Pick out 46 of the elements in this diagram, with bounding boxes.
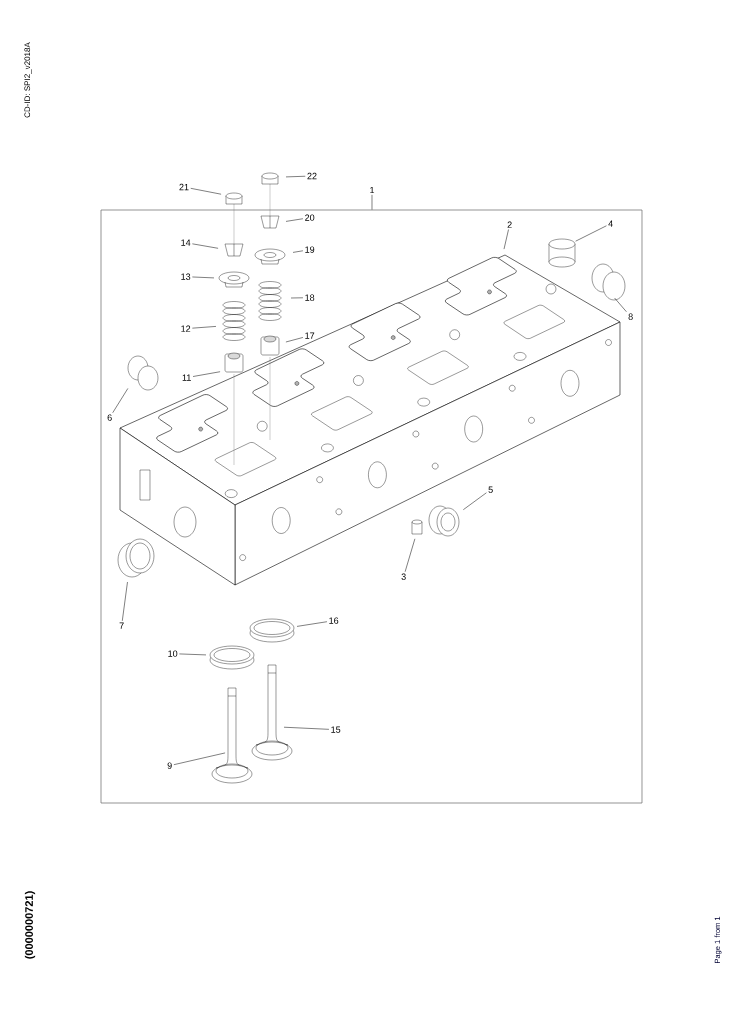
margin-note: CD-ID: SPI2_v2018A <box>24 42 32 118</box>
callout-number: 4 <box>608 220 613 227</box>
leader-line <box>112 388 129 413</box>
callout-number: 3 <box>401 573 406 580</box>
leader-line <box>285 337 304 343</box>
leader-line <box>192 243 219 249</box>
callout-number: 6 <box>107 414 112 421</box>
leader-line <box>192 326 217 329</box>
callout-number: 15 <box>331 726 341 733</box>
callout-number: 14 <box>181 239 191 246</box>
leader-line <box>283 726 330 730</box>
leader-line <box>179 653 207 656</box>
leader-line <box>292 250 304 253</box>
callout-number: 22 <box>307 172 317 180</box>
leader-line <box>122 581 128 622</box>
callout-number: 12 <box>181 325 191 332</box>
leader-line <box>173 752 226 765</box>
callout-number: 1 <box>370 186 375 194</box>
leader-line <box>503 229 509 250</box>
leader-line <box>404 538 416 572</box>
callout-number: 21 <box>179 183 189 191</box>
leader-line <box>614 297 627 312</box>
leader-line <box>285 218 304 222</box>
leader-line <box>290 297 304 299</box>
leader-line <box>192 276 215 279</box>
callout-number: 5 <box>488 486 493 493</box>
callout-number: 16 <box>329 617 339 624</box>
callout-number: 18 <box>305 294 315 301</box>
callout-number: 7 <box>119 622 124 629</box>
leader-line <box>192 371 221 377</box>
leader-line <box>463 492 487 510</box>
callout-number: 9 <box>167 762 172 769</box>
margin-note: (0000000721) <box>24 891 36 959</box>
callout-number: 2 <box>507 221 512 228</box>
callout-number: 19 <box>305 246 315 253</box>
callout-number: 11 <box>182 374 191 381</box>
leader-line <box>285 176 306 178</box>
callout-number: 13 <box>181 273 191 280</box>
leader-line <box>371 194 373 210</box>
leader-line <box>190 188 222 195</box>
callout-number: 20 <box>305 214 315 221</box>
leader-line <box>296 621 328 627</box>
callout-number: 8 <box>628 313 633 320</box>
callout-number: 17 <box>305 332 315 339</box>
callout-number: 10 <box>168 650 178 657</box>
leader-line <box>575 225 607 242</box>
